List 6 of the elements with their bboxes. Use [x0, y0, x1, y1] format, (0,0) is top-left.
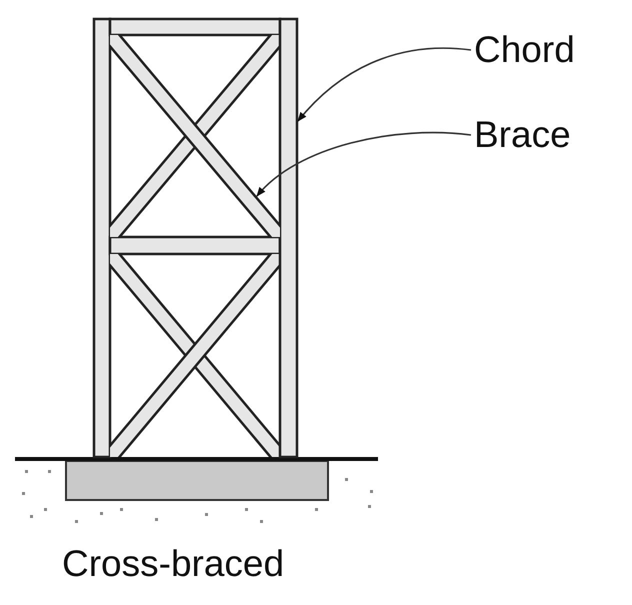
caption: Cross-braced — [62, 544, 284, 585]
part-label: Brace — [474, 115, 571, 156]
part-label: Chord — [474, 30, 575, 71]
leader-line — [297, 48, 472, 122]
leader-line — [256, 132, 472, 197]
chord-member — [278, 18, 298, 458]
